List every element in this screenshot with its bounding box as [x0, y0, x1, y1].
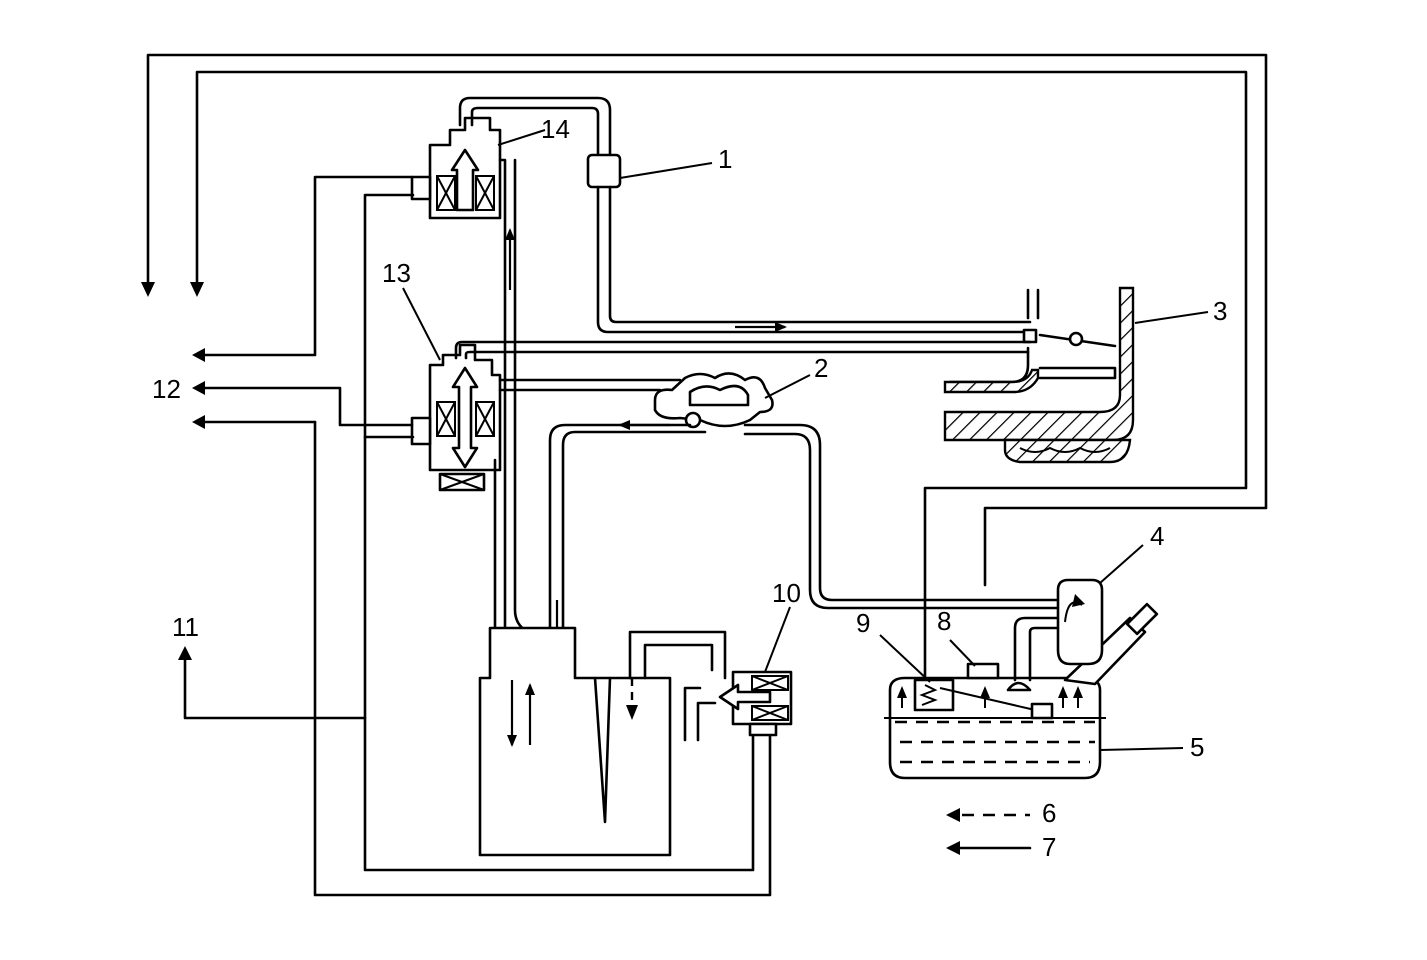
hose-valve14-to-fitting1	[458, 96, 612, 157]
fuel-tank-5	[884, 602, 1159, 780]
valve-4	[1056, 578, 1104, 666]
hose-valve13-to-2	[498, 378, 682, 392]
valve-13	[410, 343, 502, 492]
outer-return-lines	[141, 53, 1268, 682]
fitting-1	[586, 153, 1032, 334]
callout-12: 12	[152, 374, 181, 404]
throttle-body-3	[943, 286, 1135, 464]
callout-5: 5	[1190, 732, 1204, 762]
vent-valve-10	[718, 670, 793, 737]
callout-1: 1	[718, 144, 732, 174]
legend	[946, 808, 1032, 855]
evap-canister	[478, 626, 727, 857]
callout-10: 10	[772, 578, 801, 608]
callout-3: 3	[1213, 296, 1227, 326]
callout-7: 7	[1042, 832, 1056, 862]
left-outlet-lines	[178, 175, 772, 897]
callout-11: 11	[172, 612, 199, 642]
callout-2: 2	[814, 353, 828, 383]
callout-9: 9	[856, 608, 870, 638]
callout-6: 6	[1042, 798, 1056, 828]
callout-14: 14	[541, 114, 570, 144]
hose-valve13-to-throttle	[454, 340, 1032, 360]
callout-labels: 1 2 3 4 5 6 7 8 9 10 11 12 13 14	[152, 114, 1227, 862]
leader-lines	[402, 129, 1209, 751]
callout-4: 4	[1150, 521, 1164, 551]
valve-2	[653, 372, 774, 429]
valve-14	[410, 116, 502, 220]
callout-8: 8	[937, 606, 951, 636]
hose-2-to-4	[743, 423, 1067, 610]
callout-13: 13	[382, 258, 411, 288]
